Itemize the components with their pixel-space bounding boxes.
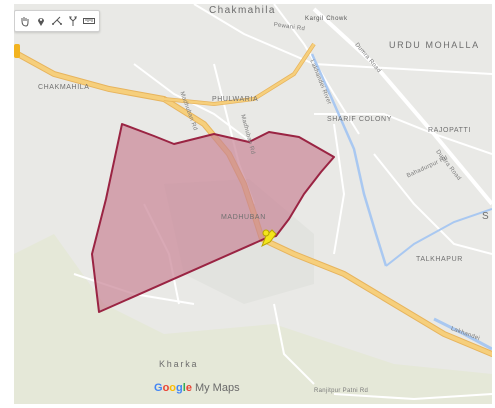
- label-kargil-chowk: Kargil Chowk: [305, 16, 348, 22]
- google-letter: g: [176, 382, 183, 394]
- label-urdu-mohalla: URDU MOHALLA: [389, 40, 480, 50]
- label-s-edge: S: [482, 211, 490, 222]
- ruler-icon: [83, 18, 95, 24]
- map-frame[interactable]: Chakmahila Kargil Chowk URDU MOHALLA CHA…: [14, 4, 492, 404]
- label-sharif-colony: SHARIF COLONY: [327, 116, 392, 123]
- label-talkhapur: TALKHAPUR: [416, 256, 463, 263]
- google-my-maps-logo: Google My Maps: [154, 382, 240, 394]
- directions-button[interactable]: [66, 13, 80, 29]
- measure-button[interactable]: [82, 13, 96, 29]
- river-branch: [385, 208, 492, 267]
- draw-line-button[interactable]: [50, 13, 64, 29]
- google-letter: G: [154, 382, 163, 394]
- location-pin-icon[interactable]: [261, 229, 277, 248]
- marker-icon: [38, 17, 44, 26]
- label-ranjitpur-rd: Ranjitpur Patni Rd: [314, 388, 369, 394]
- my-maps-text: My Maps: [194, 382, 240, 394]
- label-phulwaria: PHULWARIA: [212, 96, 259, 103]
- hand-tool-button[interactable]: [18, 13, 32, 29]
- add-marker-button[interactable]: [34, 13, 48, 29]
- drawn-area-polygon[interactable]: [91, 123, 335, 313]
- lakhandei-river-lower: [433, 317, 492, 351]
- map-toolbar: [14, 10, 100, 32]
- google-letter: e: [185, 382, 192, 394]
- line-icon: [52, 16, 62, 25]
- google-letter: o: [169, 382, 177, 394]
- google-letter: l: [182, 382, 186, 394]
- label-madhuban: MADHUBAN: [221, 214, 266, 221]
- label-rajopatti: RAJOPATTI: [428, 127, 471, 134]
- google-letter: o: [162, 382, 170, 394]
- label-chakmahila-top: Chakmahila: [209, 5, 276, 16]
- google-wordmark: Google: [154, 382, 192, 394]
- farmland-area: [14, 234, 492, 404]
- label-kharka: Kharka: [159, 359, 199, 369]
- hand-icon: [21, 16, 29, 27]
- highway-shield: [14, 44, 20, 58]
- dumra-road: [312, 7, 492, 206]
- map-canvas[interactable]: [14, 4, 492, 404]
- directions-icon: [69, 16, 77, 26]
- label-chakmahila-left: CHAKMAHILA: [38, 84, 90, 91]
- lakhandei-river-upper: [310, 53, 388, 267]
